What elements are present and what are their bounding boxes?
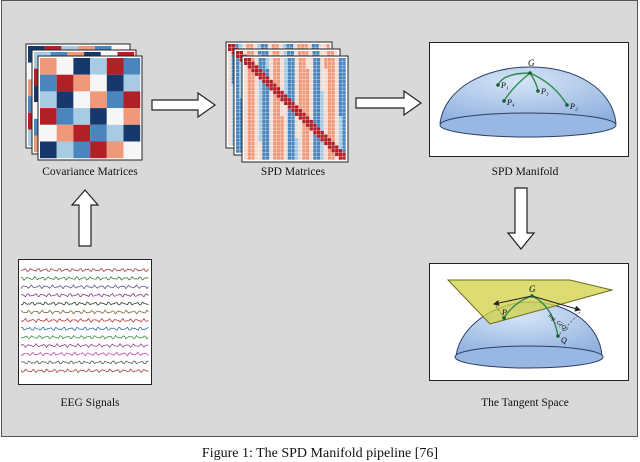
spd-matrix	[241, 55, 349, 163]
figure-caption: Figure 1: The SPD Manifold pipeline [76]	[201, 446, 439, 461]
label-spd-matrices: SPD Matrices	[260, 166, 326, 178]
label-tangent-space: The Tangent Space	[481, 397, 569, 409]
label-covariance-matrices: Covariance Matrices	[42, 166, 138, 178]
arrow-manifold-to-tangent	[506, 187, 536, 250]
eeg-signals-box	[18, 259, 152, 385]
point-g-label: G	[528, 58, 535, 68]
eeg-traces	[20, 268, 149, 374]
spd-manifold-box: G P₁ P₄ P₃ P₂	[429, 42, 629, 157]
arrow-spd-to-manifold	[355, 89, 423, 117]
covariance-matrices-stack	[25, 43, 143, 161]
eeg-trace	[20, 334, 149, 340]
label-eeg-signals: EEG Signals	[60, 397, 120, 409]
eeg-trace	[20, 275, 149, 281]
manifold-illustration: G P₁ P₄ P₃ P₂	[439, 58, 617, 138]
arrow-cov-to-spd	[151, 91, 217, 119]
eeg-trace	[20, 268, 149, 272]
eeg-trace	[20, 343, 149, 349]
point-p3-label: P₃	[540, 87, 549, 96]
tangent-illustration: G P Q log_G(Q)	[446, 279, 614, 369]
tangent-p-label: P	[501, 308, 507, 317]
eeg-trace	[20, 326, 149, 331]
eeg-trace	[20, 292, 149, 298]
tangent-q-label: Q	[561, 336, 567, 345]
tangent-g-label: G	[529, 284, 536, 294]
eeg-trace	[20, 284, 149, 290]
eeg-trace	[20, 317, 149, 323]
eeg-trace	[20, 309, 149, 315]
tangent-space-box: G P Q log_G(Q)	[429, 263, 629, 381]
point-p2-label: P₂	[569, 102, 578, 111]
eeg-trace	[20, 368, 149, 374]
point-p1-label: P₁	[500, 81, 509, 90]
label-spd-manifold: SPD Manifold	[491, 166, 559, 178]
covariance-matrix	[37, 55, 143, 161]
eeg-trace	[20, 351, 149, 357]
eeg-trace	[20, 301, 149, 306]
point-p4-label: P₄	[506, 98, 515, 107]
spd-matrices-stack	[225, 41, 349, 163]
arrow-eeg-to-cov	[70, 189, 100, 247]
eeg-trace	[20, 360, 149, 365]
